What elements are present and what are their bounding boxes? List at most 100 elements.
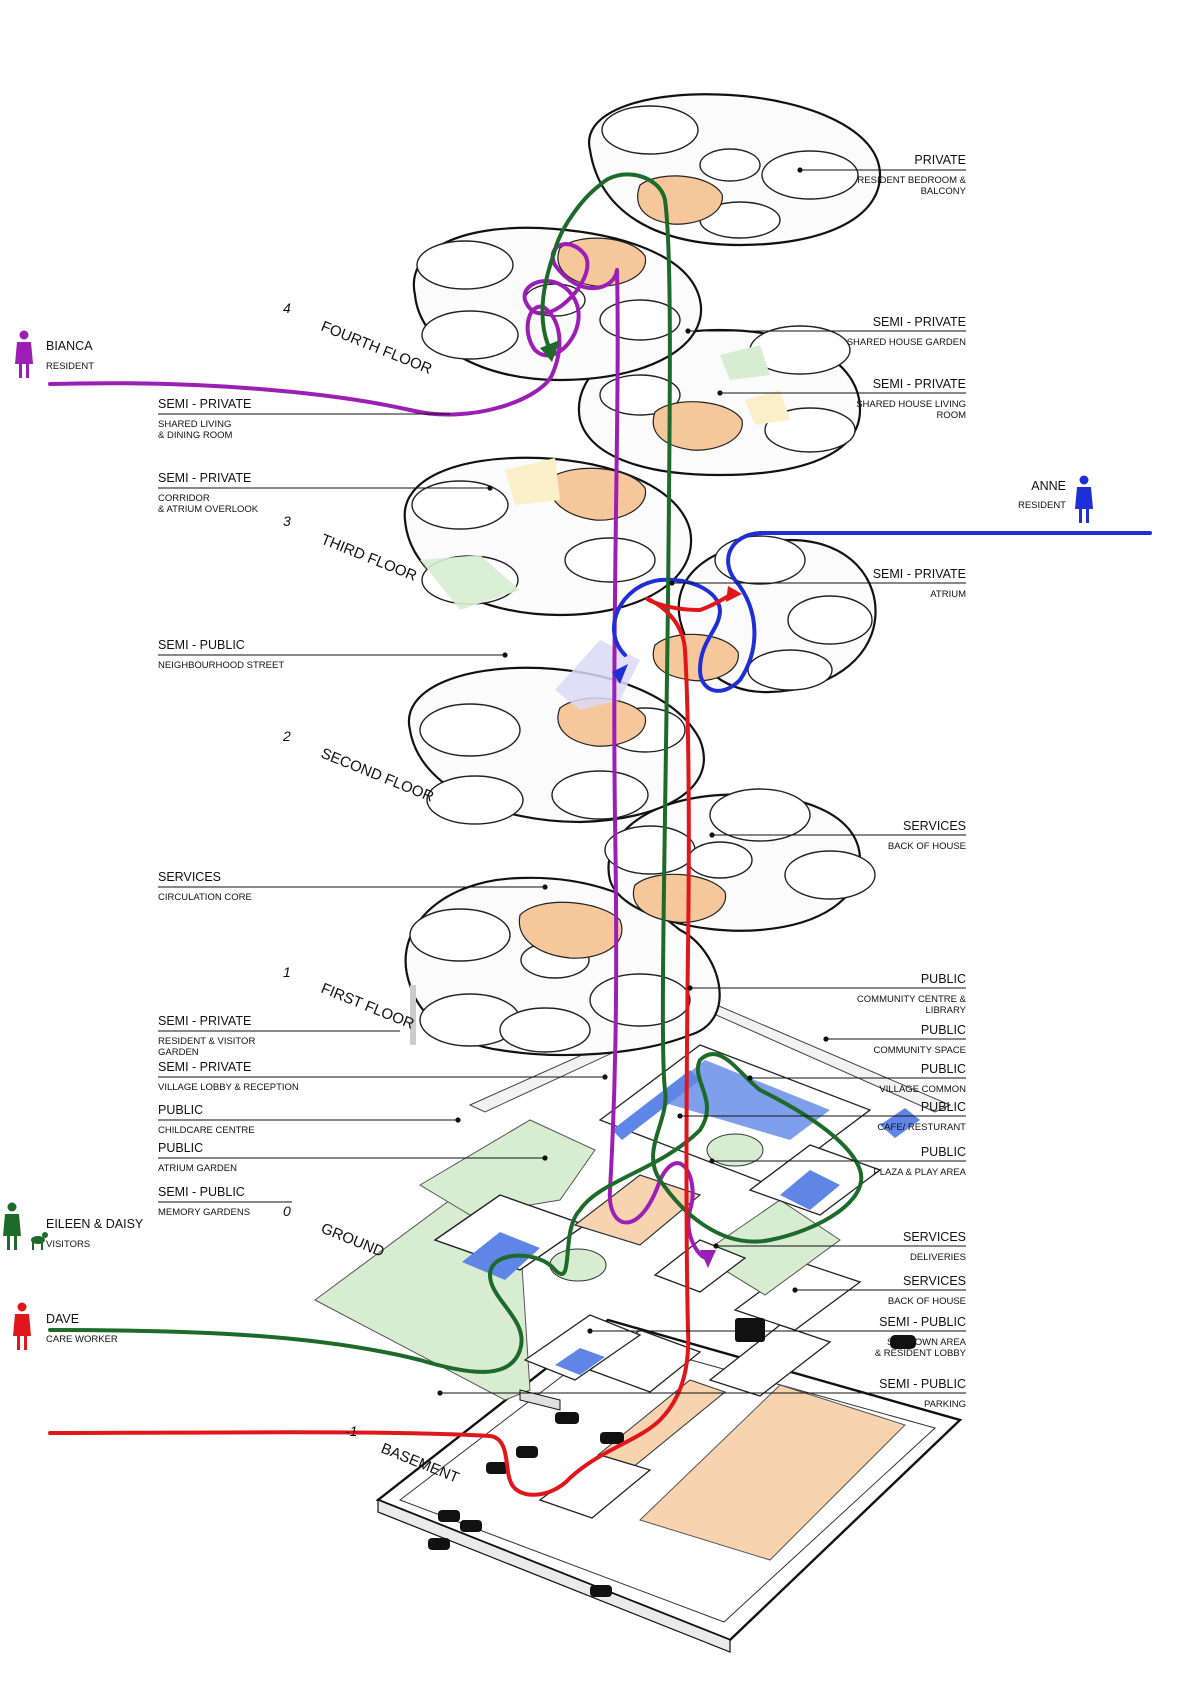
label-detail: LIBRARY bbox=[926, 1005, 967, 1016]
label-category: PUBLIC bbox=[921, 1100, 966, 1114]
label-detail: VILLAGE LOBBY & RECEPTION bbox=[158, 1082, 299, 1093]
label-detail: VILLAGE COMMON bbox=[879, 1084, 966, 1095]
leader-dot bbox=[437, 1390, 443, 1396]
label-detail: ATRIUM GARDEN bbox=[158, 1163, 237, 1174]
label-detail: BACK OF HOUSE bbox=[888, 841, 966, 852]
leader-dot bbox=[792, 1287, 798, 1293]
floor-number: 4 bbox=[283, 300, 291, 316]
leader-dot bbox=[687, 985, 693, 991]
private-pod bbox=[421, 310, 519, 360]
label-category: SEMI - PRIVATE bbox=[158, 397, 251, 411]
leader-dot bbox=[713, 1243, 719, 1249]
floor-name: GROUND bbox=[319, 1220, 387, 1261]
private-pod bbox=[416, 240, 514, 290]
label-category: SERVICES bbox=[903, 1274, 966, 1288]
person: DAVE CARE WORKER bbox=[13, 1302, 118, 1350]
floor-number: -1 bbox=[345, 1423, 357, 1439]
childcare-blue bbox=[462, 1232, 540, 1280]
label-detail: PLAZA & PLAY AREA bbox=[873, 1167, 966, 1178]
label-detail: COMMUNITY CENTRE & bbox=[857, 994, 967, 1005]
leader-dot bbox=[602, 1074, 608, 1080]
basement-back-of-house-area bbox=[639, 1384, 906, 1561]
shared-living-third bbox=[548, 467, 647, 521]
person-figure-icon bbox=[3, 1202, 21, 1250]
shared-house-garden bbox=[720, 345, 770, 380]
person-figure-icon bbox=[13, 1302, 31, 1350]
floor-name: FOURTH FLOOR bbox=[319, 318, 435, 378]
label-detail: SET DOWN AREA bbox=[887, 1337, 967, 1348]
circulation-core-second bbox=[632, 873, 727, 924]
label-category: SEMI - PUBLIC bbox=[158, 638, 245, 652]
fourth-floor-atrium bbox=[699, 148, 761, 182]
label-category: SEMI - PUBLIC bbox=[879, 1315, 966, 1329]
bianca-arrow bbox=[540, 340, 560, 362]
fourth-floor-pod bbox=[599, 299, 681, 341]
atrium-third bbox=[652, 633, 739, 682]
person-role: VISITORS bbox=[46, 1239, 90, 1250]
person-name: DAVE bbox=[46, 1312, 79, 1326]
label-detail: SHARED LIVING bbox=[158, 419, 231, 430]
label-category: SERVICES bbox=[158, 870, 221, 884]
person-role: CARE WORKER bbox=[46, 1334, 118, 1345]
label-detail: MEMORY GARDENS bbox=[158, 1207, 250, 1218]
person-role: RESIDENT bbox=[46, 361, 94, 372]
circulation-paths bbox=[48, 172, 1152, 1497]
shared-living-yellow bbox=[505, 458, 560, 505]
car-icon bbox=[890, 1335, 916, 1349]
floor-number: 1 bbox=[283, 964, 291, 980]
label-category: PUBLIC bbox=[921, 1023, 966, 1037]
leader-dot bbox=[455, 1117, 461, 1123]
label-detail: RESIDENT BEDROOM & bbox=[857, 175, 966, 186]
label-category: SEMI - PRIVATE bbox=[158, 1060, 251, 1074]
label-detail: & ATRIUM OVERLOOK bbox=[158, 504, 259, 515]
car-icon bbox=[600, 1432, 624, 1444]
leader-dot bbox=[797, 167, 803, 173]
ground-slab-edge-south bbox=[519, 1389, 561, 1411]
dave-path bbox=[48, 590, 737, 1497]
person-figure-icon bbox=[15, 330, 33, 378]
label-detail: SHARED HOUSE LIVING bbox=[856, 399, 966, 410]
basement-box-3 bbox=[708, 1324, 832, 1397]
leader-dot bbox=[669, 580, 675, 586]
second-floor-pod bbox=[551, 770, 649, 820]
third-floor-level bbox=[403, 456, 877, 694]
private-pod bbox=[761, 150, 859, 200]
neighbourhood-street bbox=[555, 640, 640, 710]
label-category: SEMI - PRIVATE bbox=[873, 315, 966, 329]
visitors-path bbox=[48, 172, 864, 1374]
first-floor-pod bbox=[589, 973, 691, 1027]
label-detail: ROOM bbox=[936, 410, 966, 421]
second-floor-pod bbox=[784, 850, 876, 900]
label-category: PRIVATE bbox=[914, 153, 966, 167]
third-floor-green bbox=[420, 555, 520, 610]
label-detail: CIRCULATION CORE bbox=[158, 892, 252, 903]
label-detail: SHARED HOUSE GARDEN bbox=[847, 337, 966, 348]
car-icon bbox=[460, 1520, 482, 1532]
left-label: SERVICES CIRCULATION CORE bbox=[158, 870, 548, 903]
floor-name: THIRD FLOOR bbox=[319, 531, 420, 585]
leader-dot bbox=[677, 1113, 683, 1119]
label-category: SEMI - PUBLIC bbox=[158, 1185, 245, 1199]
label-category: SERVICES bbox=[903, 819, 966, 833]
bianca-arrow-ground bbox=[700, 1250, 716, 1268]
car-icon bbox=[555, 1412, 579, 1424]
third-floor-pod bbox=[714, 535, 806, 585]
first-floor-pod bbox=[409, 908, 511, 962]
village-common-blue bbox=[780, 1170, 840, 1210]
